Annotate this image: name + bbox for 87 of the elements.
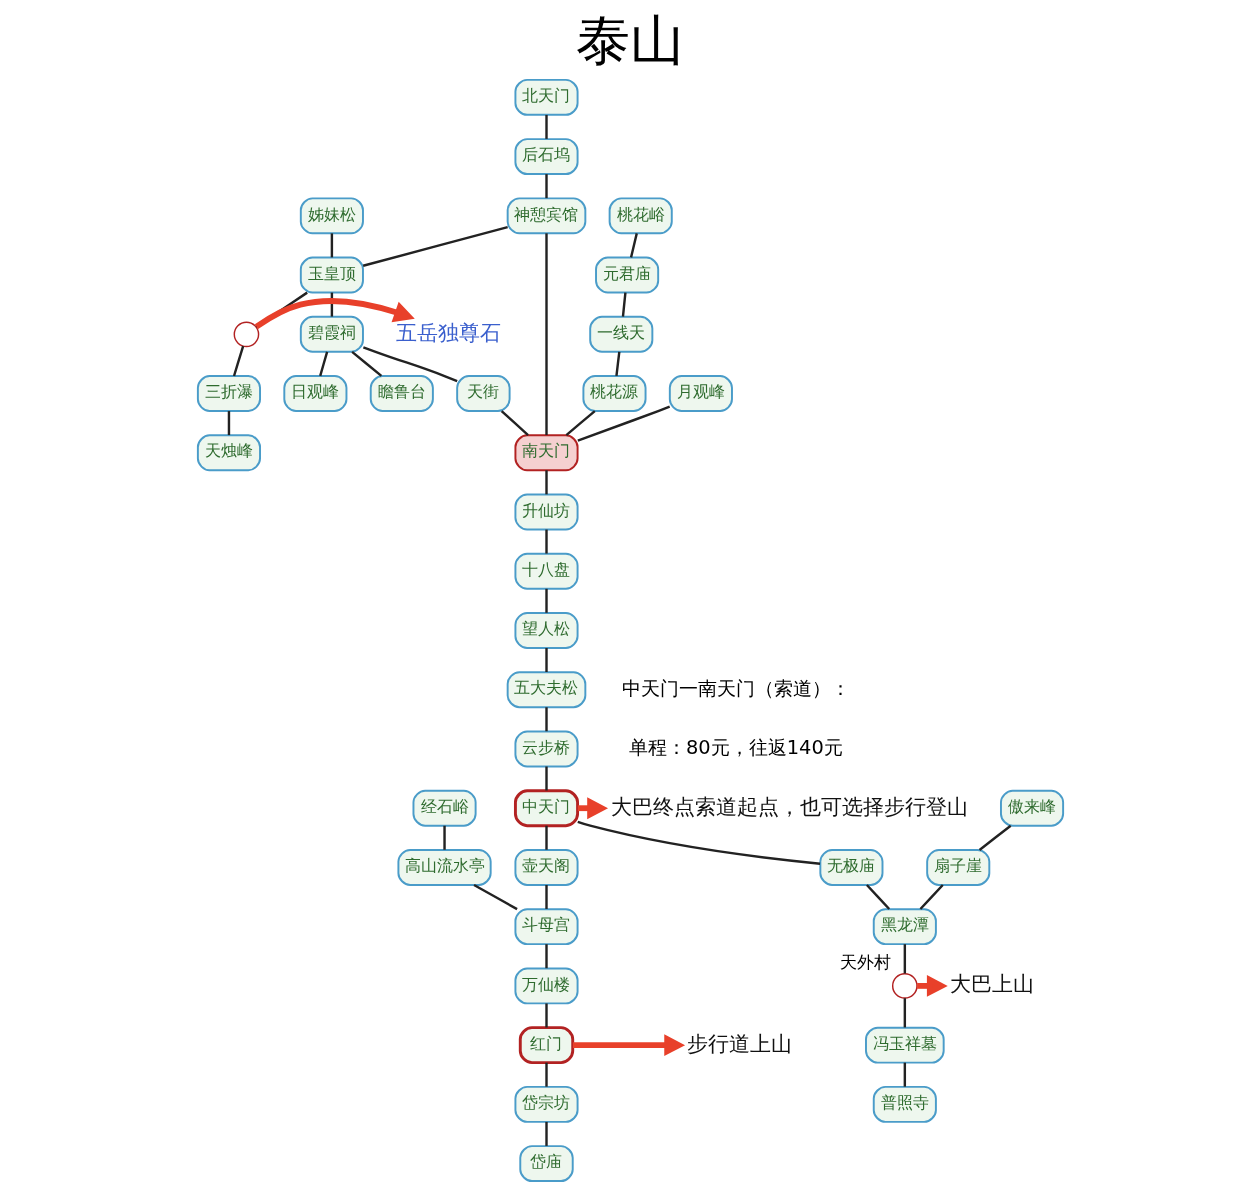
node-text: 大巴上山 — [949, 971, 1034, 997]
node-box: 后石坞 — [513, 138, 579, 176]
connector — [978, 824, 1011, 851]
node-box: 经石峪 — [412, 789, 477, 827]
connector — [544, 825, 548, 850]
node-circle — [891, 973, 918, 999]
node-box: 神憩宾馆 — [506, 197, 586, 235]
connector — [544, 1003, 548, 1028]
connector — [544, 174, 548, 199]
label: 单程：80元，往返140元 — [628, 735, 843, 759]
connector — [544, 1121, 548, 1146]
node-box: 傲来峰 — [999, 789, 1064, 827]
connector — [544, 648, 548, 672]
node-box: 普照寺 — [872, 1085, 937, 1123]
connector — [442, 825, 446, 850]
node-box: 北天门 — [513, 78, 579, 116]
connector — [472, 883, 518, 911]
connector — [500, 410, 529, 436]
connector — [362, 226, 508, 267]
connector — [330, 292, 333, 317]
connector — [544, 885, 548, 909]
connector — [330, 233, 333, 258]
connector — [318, 351, 328, 377]
node-box: 桃花源 — [581, 375, 646, 412]
node-box: 岱宗坊 — [513, 1085, 579, 1123]
node-box: 桃花峪 — [608, 197, 673, 235]
node-label: 天外村 — [839, 952, 891, 973]
connector — [903, 1062, 906, 1087]
node-box: 高山流水亭 — [396, 849, 492, 886]
node-box: 日观峰 — [282, 375, 347, 412]
node-box: 天街 — [455, 375, 511, 412]
connector — [362, 346, 458, 383]
node-box: 十八盘 — [513, 552, 579, 590]
node-circle — [233, 321, 259, 348]
node-box: 月观峰 — [668, 375, 733, 412]
connector — [350, 350, 382, 377]
label: 中天门一南天门（索道）： — [621, 676, 850, 700]
node-box: 姊妹松 — [299, 197, 364, 235]
connector — [544, 114, 548, 139]
node-box: 五大夫松 — [506, 671, 586, 709]
connector — [919, 884, 944, 910]
connector — [544, 588, 548, 613]
connector — [544, 233, 548, 435]
node-text: 五岳独尊石 — [395, 319, 501, 345]
node-box: 无极庙 — [818, 849, 883, 886]
node-box: 黑龙潭 — [872, 908, 937, 946]
node-box: 碧霞祠 — [299, 315, 364, 353]
connector — [621, 292, 627, 317]
node-box: 红门 — [518, 1026, 574, 1065]
connector — [576, 820, 820, 865]
node-box: 瞻鲁台 — [369, 375, 434, 412]
node-box: 望人松 — [513, 612, 579, 649]
node-box: 天烛峰 — [196, 434, 261, 472]
node-box: 元君庙 — [594, 256, 659, 294]
connector — [544, 529, 548, 554]
arrow — [254, 298, 415, 330]
connector — [865, 884, 890, 910]
node-box: 壶天阁 — [513, 849, 579, 886]
connector — [232, 345, 244, 377]
node-box: 三折瀑 — [196, 375, 261, 412]
connector — [903, 998, 906, 1028]
connector — [544, 766, 548, 791]
node-box: 斗母宫 — [513, 908, 579, 946]
node-box: 玉皇顶 — [299, 256, 364, 294]
connector — [544, 470, 548, 495]
node-box: 升仙坊 — [513, 493, 579, 531]
connector — [565, 410, 596, 436]
node-box: 万仙楼 — [513, 967, 579, 1005]
connector — [544, 944, 548, 969]
node-box: 中天门 — [513, 789, 579, 828]
connector — [629, 233, 638, 258]
node-text: 大巴终点索道起点，也可选择步行登山 — [610, 793, 968, 819]
node-box: 冯玉祥墓 — [864, 1026, 945, 1064]
connector — [614, 351, 620, 376]
connector — [544, 1062, 548, 1087]
node-text: 步行道上山 — [686, 1030, 792, 1056]
connector — [227, 411, 230, 436]
connector — [544, 707, 548, 732]
node-box: 扇子崖 — [925, 849, 990, 886]
connector — [903, 944, 906, 974]
node-box: 南天门 — [513, 434, 579, 472]
arrow — [572, 1034, 685, 1057]
diagram-title: 泰山 — [576, 9, 684, 73]
node-box: 云步桥 — [513, 730, 579, 768]
node-box: 一线天 — [588, 315, 653, 353]
connector — [576, 405, 670, 442]
node-box: 岱庙 — [518, 1145, 574, 1183]
